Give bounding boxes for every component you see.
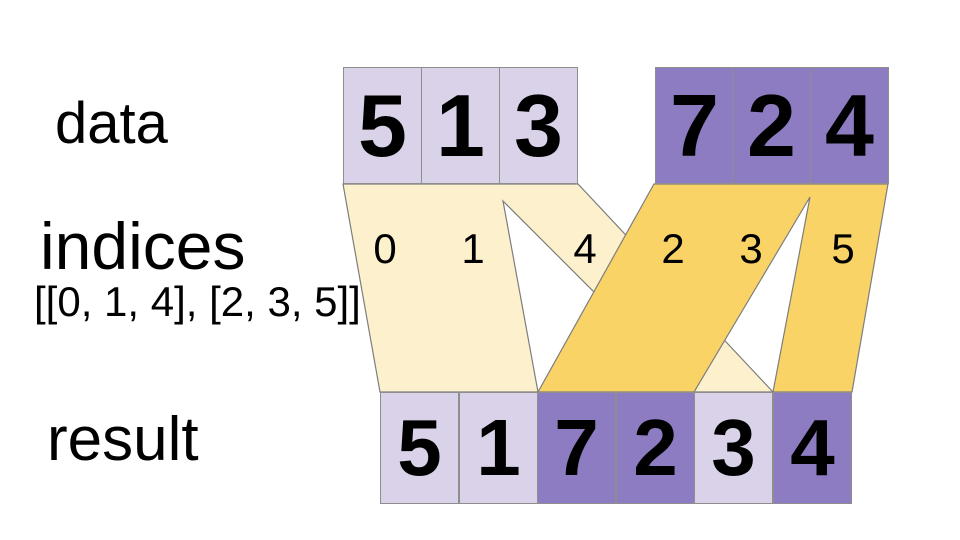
data-row-label: data (55, 91, 168, 156)
result-cell-4: 3 (694, 392, 773, 504)
index-label-5: 5 (831, 225, 855, 272)
data1-cell-2: 3 (499, 67, 578, 184)
result-cell-0: 5 (380, 392, 459, 504)
index-label-4: 4 (573, 225, 597, 272)
index-label-2: 2 (661, 225, 685, 272)
index-label-1: 1 (461, 225, 485, 272)
result-cell-2: 7 (537, 392, 616, 504)
index-label-3: 3 (739, 225, 763, 272)
data2-cell-0: 7 (655, 67, 734, 184)
indices-value-text: [[0, 1, 4], [2, 3, 5]] (34, 278, 361, 325)
data2-cell-1: 2 (732, 67, 811, 184)
result-cell-3: 2 (616, 392, 695, 504)
data2-cell-2: 4 (810, 67, 889, 184)
index-label-0: 0 (373, 225, 397, 272)
result-row-label: result (47, 405, 199, 474)
data1-cell-1: 1 (421, 67, 500, 184)
indices-row-label: indices (40, 209, 246, 283)
result-cell-1: 1 (459, 392, 538, 504)
data1-cell-0: 5 (343, 67, 422, 184)
result-cell-5: 4 (773, 392, 852, 504)
